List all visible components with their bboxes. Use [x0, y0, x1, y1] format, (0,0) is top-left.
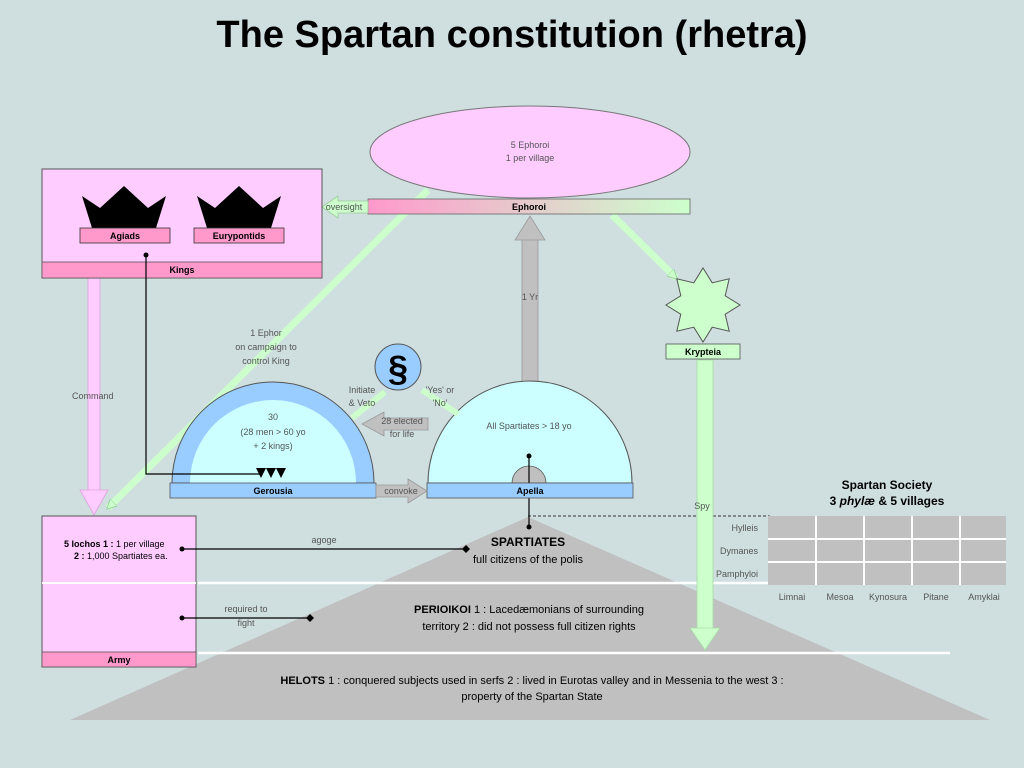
kings-bar [41, 261, 323, 279]
agoge-dot-left [179, 546, 185, 552]
ephors-bar-label: Ephoroi [512, 202, 546, 212]
elected-label-1: 28 elected [381, 416, 423, 426]
fight-dot-right [306, 614, 314, 622]
law-symbol-circle [374, 343, 422, 391]
spartiates-desc: full citizens of the polis [473, 554, 584, 566]
society-title: Spartan Society [842, 478, 933, 492]
kings-gerousia-link [145, 255, 262, 475]
ephor-campaign-label-2: on campaign to [235, 342, 297, 352]
ephor-campaign-label-1: 1 Ephor [250, 328, 282, 338]
oversight-arrow [321, 195, 369, 219]
ephors-count: 5 Ephoroi [511, 140, 550, 150]
phyle-label: Hylleis [731, 523, 758, 533]
gerousia-count: 30 [268, 412, 278, 422]
village-label: Mesoa [826, 592, 853, 602]
eurypontids-label: Eurypontids [213, 231, 266, 241]
agiads-tag [79, 227, 171, 244]
elected-label-2: for life [390, 429, 415, 439]
yes-no-label-2: 'No' [433, 398, 448, 408]
command-label: Command [72, 391, 114, 401]
gerousia-marker-2 [266, 468, 276, 478]
spy-label: Spy [694, 501, 710, 511]
society-grid-lines [768, 516, 1006, 585]
agiads-crown-icon [82, 186, 166, 228]
gerousia-dome-inner [190, 400, 356, 483]
army-bar [41, 651, 197, 668]
ephors-per-village: 1 per village [506, 153, 555, 163]
gerousia-marker-3 [276, 468, 286, 478]
army-box [41, 515, 197, 668]
apella-bar-label: Apella [516, 486, 544, 496]
gerousia-kings: + 2 kings) [253, 441, 292, 451]
perioikoi-line-1: PERIOIKOI 1 : Lacedæmonians of surroundi… [414, 604, 644, 616]
gerousia-composition: (28 men > 60 yo [240, 427, 305, 437]
phyle-label: Dymanes [720, 546, 759, 556]
spy-arrow-shaft [696, 359, 714, 633]
eurypontids-crown-icon [197, 186, 281, 228]
phyle-label: Pamphyloi [716, 569, 758, 579]
initiate-label-2: & Veto [349, 398, 376, 408]
society-grid [768, 516, 1006, 585]
law-symbol-icon: § [388, 348, 408, 389]
perioikoi-line-2: territory 2 : did not possess full citiz… [422, 621, 636, 633]
law-gerousia-link [350, 389, 387, 421]
oversight-label: oversight [326, 202, 363, 212]
agiads-label: Agiads [110, 231, 140, 241]
gerousia-marker-1 [256, 468, 266, 478]
army-line-1: 5 lochos 1 : 1 per village [64, 539, 165, 549]
convoke-arrow [375, 478, 428, 504]
ephor-campaign-label-3: control King [242, 356, 290, 366]
command-arrow-head [79, 489, 109, 516]
apella-bar [426, 482, 634, 499]
election-arrow-head [514, 215, 546, 241]
krypteia-tag [665, 343, 741, 360]
apella-membership: All Spartiates > 18 yo [486, 421, 571, 431]
army-bar-label: Army [107, 655, 130, 665]
fight-dot-left [179, 615, 185, 621]
kings-bar-label: Kings [169, 265, 194, 275]
required-label-2: fight [237, 618, 255, 628]
page-title: The Spartan constitution (rhetra) [216, 14, 808, 56]
kings-link-dot [143, 252, 149, 258]
village-label: Kynosura [869, 592, 907, 602]
village-label: Pitane [923, 592, 949, 602]
krypteia-label: Krypteia [685, 347, 722, 357]
eurypontids-tag [193, 227, 285, 244]
initiate-label-1: Initiate [349, 385, 376, 395]
society-subtitle: 3 phylæ & 5 villages [830, 494, 945, 508]
convoke-label: convoke [384, 486, 418, 496]
kings-box [41, 168, 323, 279]
krypteia-star-icon [665, 267, 741, 343]
election-arrow-shaft [521, 237, 539, 383]
ephor-to-krypteia-arrow [609, 212, 679, 281]
spy-arrow-head [689, 627, 721, 651]
helots-line-2: property of the Spartan State [461, 691, 602, 703]
apella-dome [427, 380, 633, 484]
village-label: Limnai [779, 592, 806, 602]
gerousia-bar-label: Gerousia [253, 486, 293, 496]
ephors-ellipse [369, 105, 691, 199]
agoge-dot-right [462, 545, 470, 553]
spartiates-link-dot [526, 524, 532, 530]
class-pyramid [70, 517, 990, 720]
agoge-label: agoge [311, 535, 336, 545]
elected-arrow [361, 411, 429, 437]
required-label-1: required to [224, 604, 267, 614]
army-line-2: 2 : 1,000 Spartiates ea. [74, 551, 168, 561]
one-year-label: 1 Yr [522, 292, 538, 302]
spartiates-title: SPARTIATES [491, 535, 565, 549]
command-arrow-shaft [87, 277, 101, 495]
helots-line-1: HELOTS 1 : conquered subjects used in se… [280, 675, 783, 687]
village-label: Amyklai [968, 592, 1000, 602]
law-apella-link [420, 387, 460, 417]
ephor-to-army-arrow [105, 187, 431, 511]
yes-no-label-1: 'Yes' or [426, 385, 455, 395]
apella-link-dot [526, 453, 532, 459]
